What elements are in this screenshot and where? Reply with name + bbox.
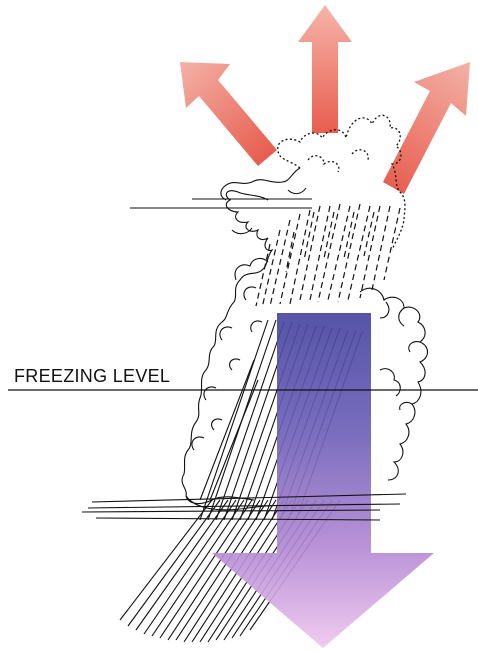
outflow-arrow-left [180,62,277,166]
wind-lines-top [130,198,312,209]
outflow-arrows [180,5,470,194]
freezing-level-label: FREEZING LEVEL [14,366,171,386]
anvil-dotted-outline [277,114,406,251]
outflow-arrow-right [383,62,470,194]
gust-front-lines [81,493,407,521]
outflow-arrow-up [298,5,352,133]
downdraft-arrow [212,313,434,648]
precipitation-streaks [255,203,401,309]
